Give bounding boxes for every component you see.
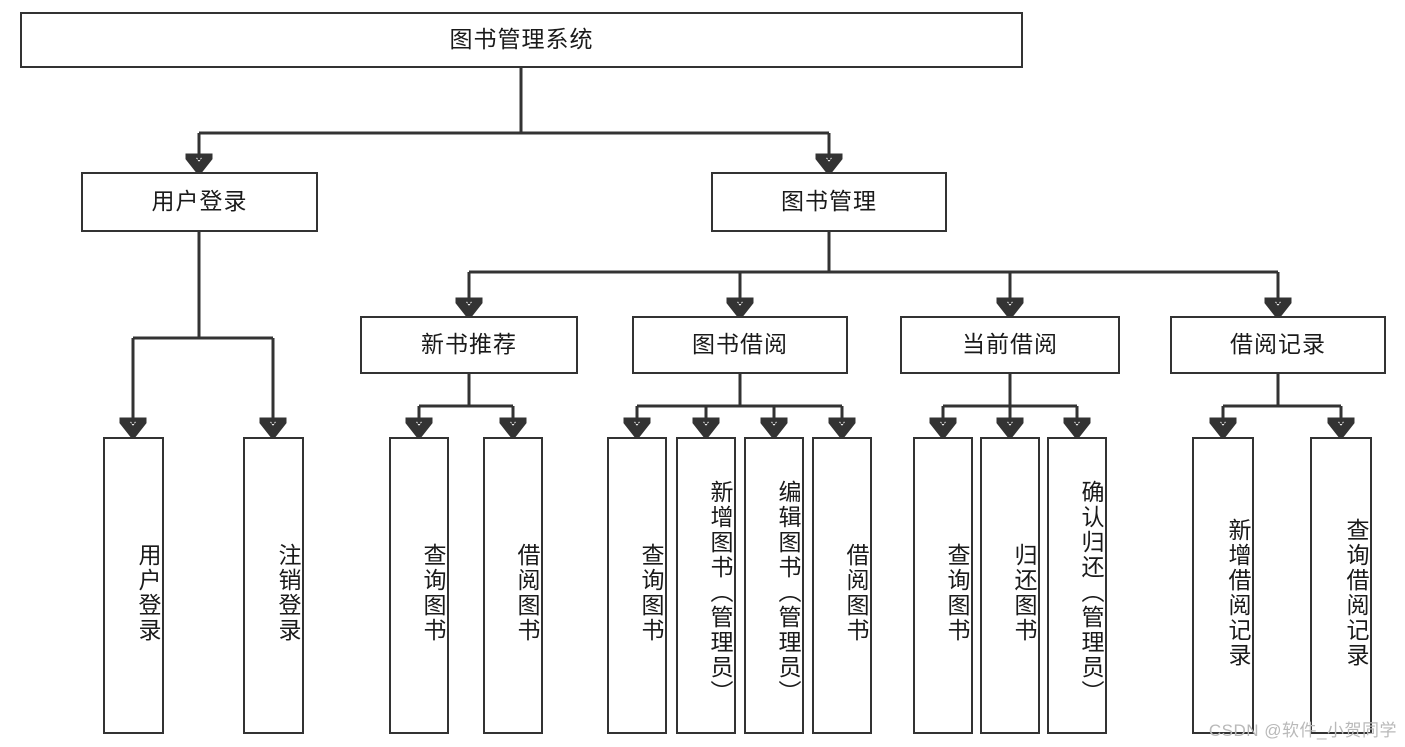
node-label: 查询图书 <box>944 542 970 643</box>
node-label: 借阅图书 <box>514 542 540 643</box>
node-label: 图书管理 <box>781 188 877 215</box>
node-label: 归还图书 <box>1011 542 1037 643</box>
node-label: 借阅记录 <box>1230 331 1326 358</box>
node-label: 编辑图书（管理员） <box>775 480 801 705</box>
leaf-current-confirm-return-admin[interactable]: 确认归还（管理员） <box>1047 437 1107 734</box>
leaf-borrow-borrow-book[interactable]: 借阅图书 <box>812 437 872 734</box>
node-label: 新书推荐 <box>421 331 517 358</box>
node-label: 用户登录 <box>151 188 248 215</box>
node-label: 查询图书 <box>420 542 446 643</box>
leaf-current-return-book[interactable]: 归还图书 <box>980 437 1040 734</box>
node-user-login[interactable]: 用户登录 <box>81 172 318 232</box>
node-root-system[interactable]: 图书管理系统 <box>20 12 1023 68</box>
leaf-borrow-query-book[interactable]: 查询图书 <box>607 437 667 734</box>
leaf-record-query-record[interactable]: 查询借阅记录 <box>1310 437 1372 734</box>
node-label: 查询图书 <box>638 542 664 643</box>
node-new-book-recommend[interactable]: 新书推荐 <box>360 316 578 374</box>
node-label: 新增图书（管理员） <box>707 480 733 705</box>
node-label: 借阅图书 <box>843 542 869 643</box>
leaf-borrow-add-book-admin[interactable]: 新增图书（管理员） <box>676 437 736 734</box>
leaf-borrow-edit-book-admin[interactable]: 编辑图书（管理员） <box>744 437 804 734</box>
leaf-recommend-query-book[interactable]: 查询图书 <box>389 437 449 734</box>
node-label: 新增借阅记录 <box>1225 517 1251 668</box>
leaf-user-login-signout[interactable]: 注销登录 <box>243 437 304 734</box>
leaf-current-query-book[interactable]: 查询图书 <box>913 437 973 734</box>
node-label: 确认归还（管理员） <box>1078 480 1104 705</box>
node-label: 用户登录 <box>135 542 161 643</box>
node-label: 图书管理系统 <box>449 26 594 53</box>
node-label: 查询借阅记录 <box>1343 517 1369 668</box>
leaf-user-login-signin[interactable]: 用户登录 <box>103 437 164 734</box>
leaf-recommend-borrow-book[interactable]: 借阅图书 <box>483 437 543 734</box>
node-book-management[interactable]: 图书管理 <box>711 172 947 232</box>
node-label: 当前借阅 <box>962 331 1058 358</box>
node-label: 注销登录 <box>275 542 301 643</box>
node-borrow-record[interactable]: 借阅记录 <box>1170 316 1386 374</box>
node-current-borrow[interactable]: 当前借阅 <box>900 316 1120 374</box>
leaf-record-add-record[interactable]: 新增借阅记录 <box>1192 437 1254 734</box>
node-book-borrow[interactable]: 图书借阅 <box>632 316 848 374</box>
node-label: 图书借阅 <box>692 331 788 358</box>
